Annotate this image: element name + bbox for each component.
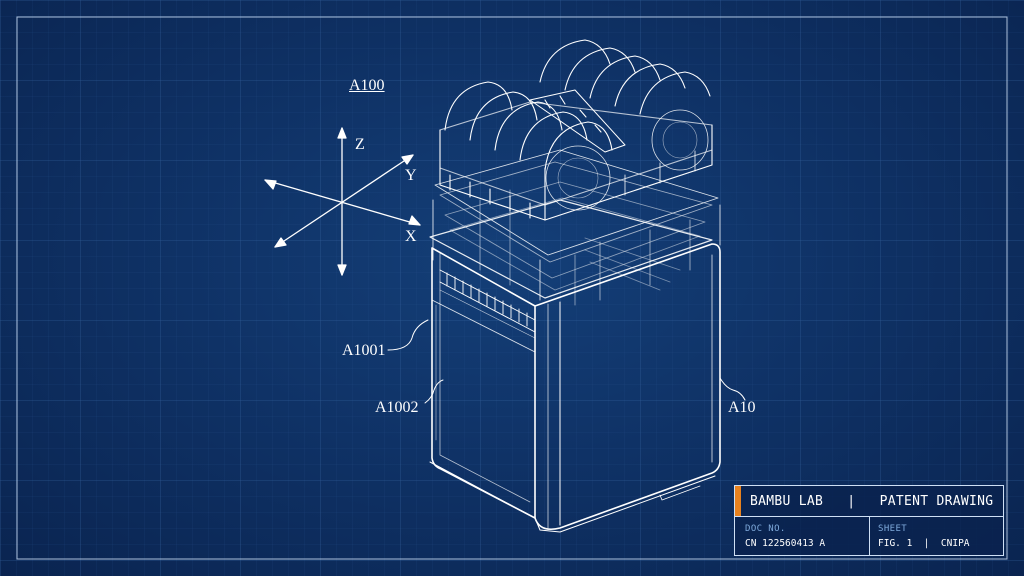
- figure-label: A100: [349, 77, 385, 94]
- axis-label-x: X: [405, 228, 417, 245]
- doc-no-cell: DOC NO. CN 122560413 A: [735, 517, 870, 556]
- sheet-value: FIG. 1 | CNIPA: [878, 538, 970, 549]
- sheet-label: SHEET: [878, 524, 908, 534]
- coordinate-axes: [264, 127, 421, 276]
- frame-structure: [432, 149, 721, 306]
- callout-a10: A10: [728, 399, 756, 416]
- vent-slots: [439, 269, 536, 333]
- cabinet-body: [429, 199, 721, 533]
- leader-a10: [719, 377, 746, 401]
- company-name: BAMBU LAB: [750, 494, 824, 509]
- leader-a1002: [424, 379, 444, 404]
- callout-a1001: A1001: [342, 342, 386, 359]
- title-block: BAMBU LAB | PATENT DRAWING DOC NO. CN 12…: [734, 485, 1004, 556]
- callout-a1002: A1002: [375, 399, 419, 416]
- drawing-type: PATENT DRAWING: [879, 494, 994, 509]
- axis-label-z: Z: [355, 136, 365, 153]
- doc-no-label: DOC NO.: [745, 524, 786, 534]
- title-block-accent: [735, 486, 741, 517]
- title-block-header: BAMBU LAB | PATENT DRAWING: [735, 486, 1003, 517]
- title-separator: |: [847, 494, 856, 509]
- drawing-frame: [16, 16, 1008, 560]
- spool-module: [439, 39, 713, 221]
- leader-lines: [387, 319, 746, 404]
- axis-label-y: Y: [405, 167, 417, 184]
- doc-no-value: CN 122560413 A: [745, 538, 826, 549]
- leader-a1001: [387, 319, 429, 351]
- sheet-cell: SHEET FIG. 1 | CNIPA: [870, 517, 1003, 556]
